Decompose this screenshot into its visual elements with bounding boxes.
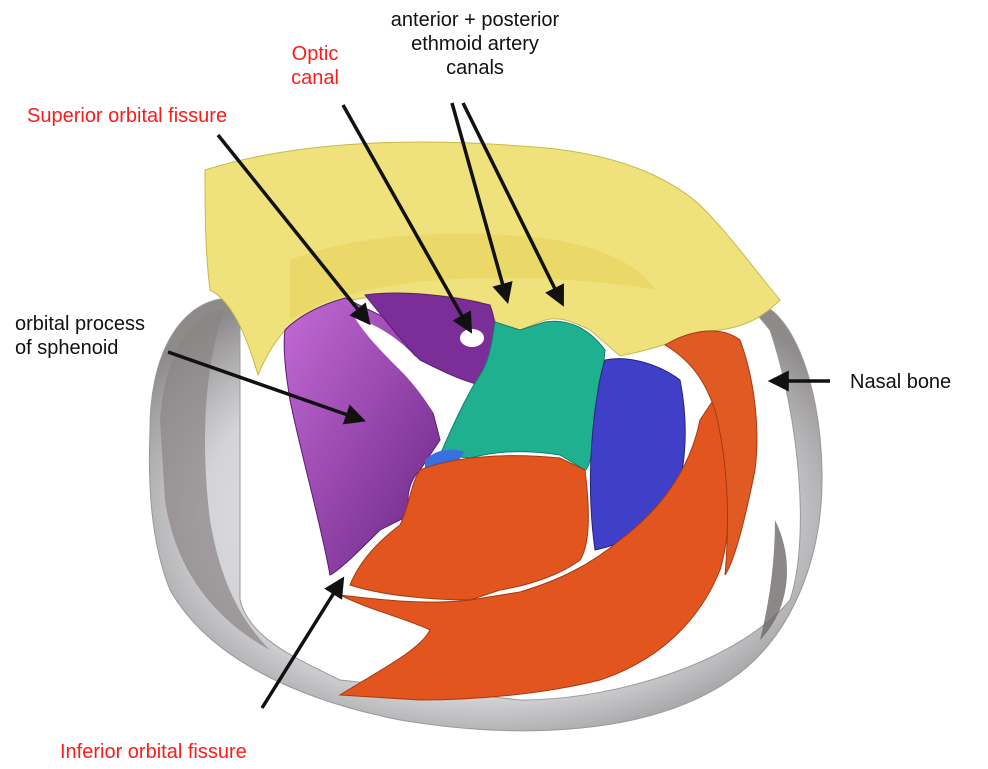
optic-canal-opening <box>460 329 484 347</box>
label-line-2: of sphenoid <box>15 336 145 360</box>
label-orbital-process-of-sphenoid: orbital process of sphenoid <box>15 312 145 360</box>
label-line-1: Optic <box>275 42 355 66</box>
label-nasal-bone: Nasal bone <box>850 370 951 394</box>
label-line-3: canals <box>355 56 595 80</box>
label-ethmoid-artery-canals: anterior + posterior ethmoid artery cana… <box>355 8 595 80</box>
label-line-1: anterior + posterior <box>355 8 595 32</box>
label-inferior-orbital-fissure: Inferior orbital fissure <box>60 740 247 764</box>
label-line-2: canal <box>275 66 355 90</box>
label-line-1: orbital process <box>15 312 145 336</box>
label-line-2: ethmoid artery <box>355 32 595 56</box>
label-optic-canal: Optic canal <box>275 42 355 90</box>
label-superior-orbital-fissure: Superior orbital fissure <box>27 104 227 128</box>
